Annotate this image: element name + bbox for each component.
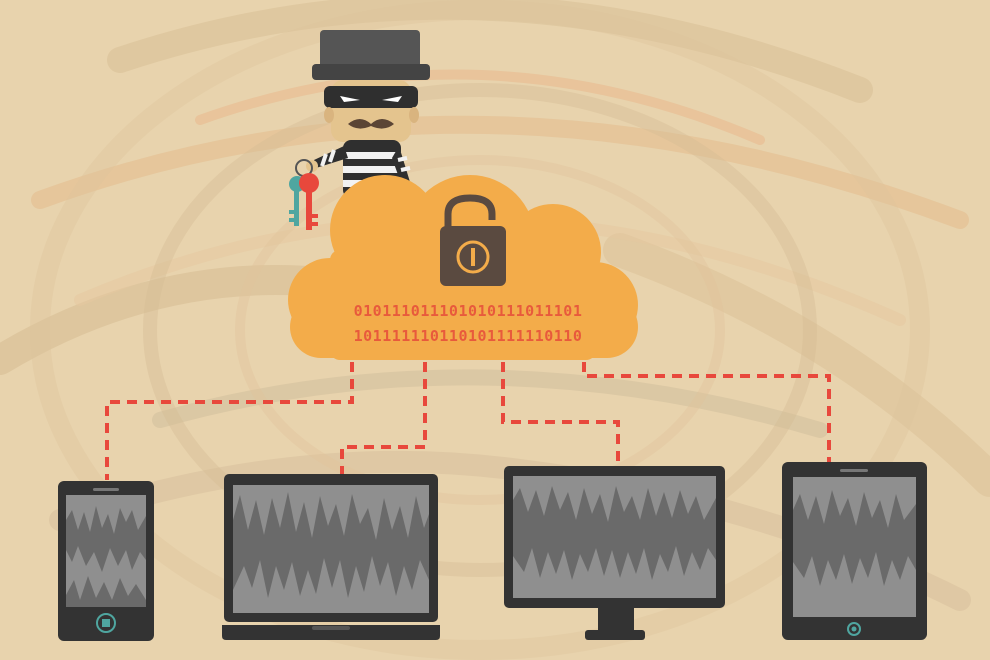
link-to-desktop	[501, 362, 620, 466]
link-to-tablet	[582, 362, 831, 462]
binary-line-2: 101111110110101111110110	[354, 327, 583, 345]
thief-eyes	[340, 96, 402, 102]
link-to-smartphone	[105, 362, 354, 480]
laptop-base	[222, 625, 440, 640]
thief-ear-right	[409, 107, 419, 123]
link-to-laptop	[340, 362, 427, 474]
network-connections	[105, 362, 831, 480]
thief-hat-brim	[312, 64, 430, 80]
thief-ear-left	[324, 107, 334, 123]
smartphone-device	[58, 481, 154, 641]
thief-mustache	[348, 119, 394, 129]
cloud-shape	[288, 175, 638, 360]
tablet-home-button	[847, 622, 861, 636]
thief-mask	[324, 86, 418, 108]
laptop-device	[222, 474, 440, 640]
desktop-stand-neck	[598, 608, 634, 630]
desktop-monitor-device	[504, 466, 725, 640]
thief-hat-top	[320, 30, 420, 68]
tablet-device	[782, 462, 927, 640]
keys-icon	[289, 159, 319, 230]
unlocked-padlock-icon	[440, 194, 506, 286]
thief-character	[289, 30, 430, 230]
binary-line-1: 010111011101010111011101	[354, 302, 583, 320]
desktop-stand-base	[585, 630, 645, 640]
thief-arm-right	[392, 146, 410, 186]
smartphone-home-button	[96, 613, 116, 633]
